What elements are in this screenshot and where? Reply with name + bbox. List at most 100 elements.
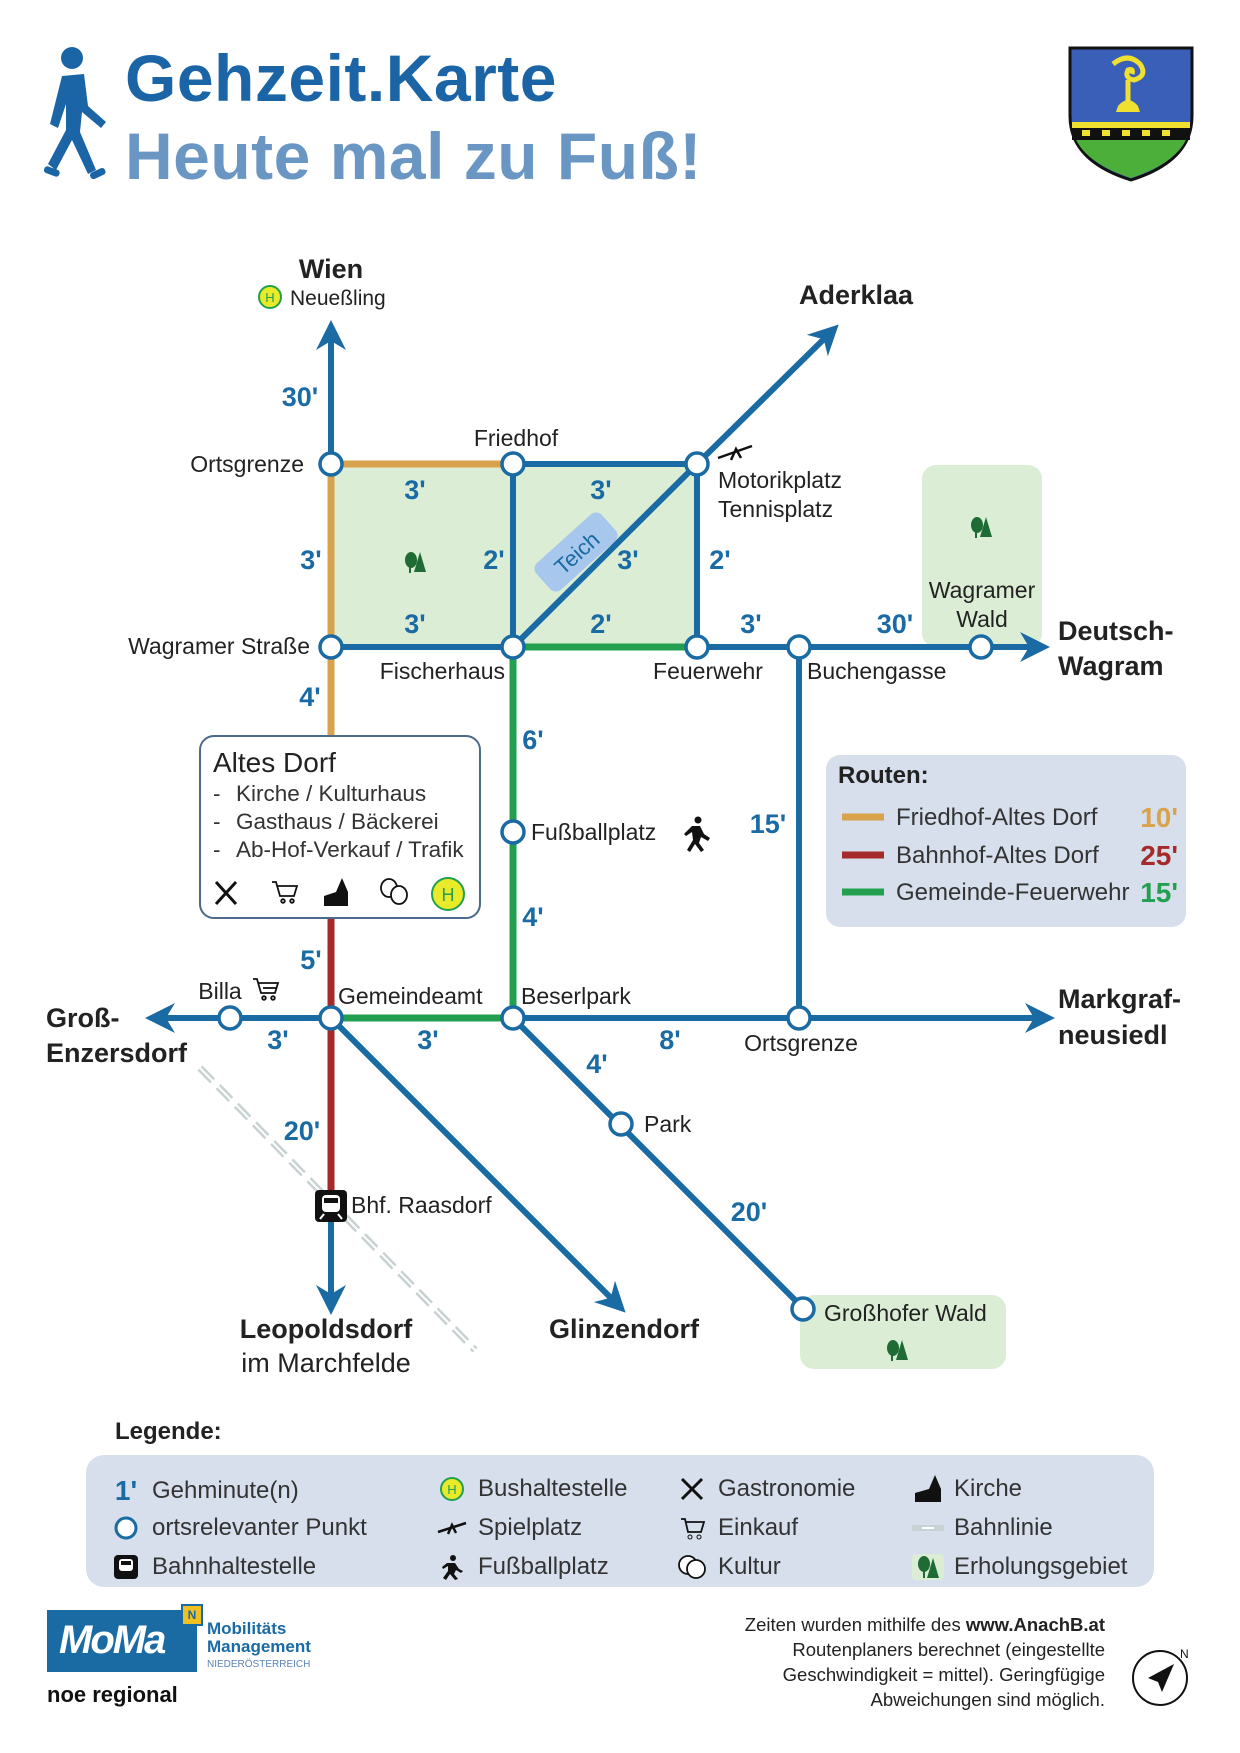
minutes-label: 2' [483, 545, 504, 575]
minutes-label: 30' [877, 609, 913, 639]
stop-wagramer-strasse[interactable] [318, 634, 344, 660]
stop-ortsgrenze-ost[interactable] [786, 1005, 812, 1031]
label-grosshofer-wald: Großhofer Wald [824, 1300, 987, 1326]
walking-time-map: Teich [46, 254, 1186, 1378]
legend-box: 1' Gehminute(n) ortsrelevanter Punkt Bah… [86, 1455, 1154, 1587]
anachb-link[interactable]: www.AnachB.at [965, 1614, 1105, 1635]
minutes-label: 3' [740, 609, 761, 639]
label-wagramer-wald: Wald [956, 606, 1008, 632]
legend-item: Erholungsgebiet [912, 1553, 1127, 1581]
label-friedhof: Friedhof [474, 425, 559, 451]
stop-fischerhaus[interactable] [500, 634, 526, 660]
altes-dorf-item: Kirche / Kulturhaus [236, 781, 426, 806]
north-compass-icon: N [1132, 1647, 1189, 1706]
legend-item: Gastronomie [676, 1475, 855, 1503]
legend-item: Kirche [912, 1475, 1022, 1503]
svg-text:-: - [213, 781, 221, 806]
bus-stop-neuessling: Neueßling [290, 287, 386, 310]
point-icon [110, 1515, 142, 1541]
minutes-label: 3' [267, 1025, 288, 1055]
minutes-label: 20' [731, 1197, 767, 1227]
legend-title: Legende: [115, 1418, 222, 1445]
dest-gross-enzersdorf: Groß- [46, 1003, 120, 1033]
football-icon [436, 1554, 468, 1580]
dest-glinzendorf: Glinzendorf [549, 1314, 700, 1344]
bushaltestelle-icon: H [431, 877, 465, 911]
minute-icon: 1' [114, 1475, 138, 1506]
footer-note: Zeiten wurden mithilfe des www.AnachB.at… [744, 1614, 1105, 1710]
routes-title: Routen: [838, 762, 929, 789]
svg-text:-: - [213, 809, 221, 834]
trees-icon [912, 1554, 944, 1580]
legend-item: Fußballplatz [436, 1553, 609, 1581]
svg-text:H: H [265, 290, 274, 305]
recreation-area-wagramer-wald [922, 465, 1042, 647]
route-name: Bahnhof-Altes Dorf [896, 842, 1099, 869]
stop-billa[interactable] [217, 1005, 243, 1031]
label-beserlpark: Beserlpark [521, 983, 631, 1009]
route-name: Gemeinde-Feuerwehr [896, 879, 1129, 906]
svg-text:N: N [1180, 1647, 1189, 1661]
altes-dorf-box[interactable]: Altes Dorf - Kirche / Kulturhaus - Gasth… [199, 735, 481, 919]
route-time: 10' [1140, 802, 1178, 833]
label-feuerwehr: Feuerwehr [653, 658, 763, 684]
label-buchengasse: Buchengasse [807, 658, 946, 684]
stop-buchengasse[interactable] [786, 634, 812, 660]
label-gemeindeamt: Gemeindeamt [338, 983, 483, 1009]
legend-item: Bahnlinie [912, 1514, 1053, 1542]
stop-friedhof[interactable] [500, 451, 526, 477]
football-icon [684, 816, 710, 852]
moma-logo-text: MoMa [59, 1618, 166, 1662]
church-icon [912, 1475, 944, 1503]
stop-wagramer-wald[interactable] [968, 634, 994, 660]
dest-leopoldsdorf: im Marchfelde [241, 1348, 411, 1378]
label-motorikplatz: Motorikplatz [718, 467, 842, 493]
shopping-cart-icon [253, 978, 280, 1001]
minutes-label: 15' [750, 809, 786, 839]
legend-item: Bahnhaltestelle [110, 1553, 316, 1581]
minutes-label: 6' [522, 725, 543, 755]
dest-deutsch-wagram: Wagram [1058, 651, 1164, 681]
train-station-icon [110, 1554, 142, 1580]
kultur-icon [380, 878, 408, 905]
altes-dorf-title: Altes Dorf [213, 747, 336, 778]
stop-gemeindeamt[interactable] [318, 1005, 344, 1031]
label-bhf-raasdorf: Bhf. Raasdorf [351, 1192, 492, 1218]
dest-deutsch-wagram: Deutsch- [1058, 616, 1174, 646]
noe-regional-logo: noe regional [47, 1682, 178, 1707]
legend-item: Spielplatz [436, 1514, 582, 1542]
minutes-label: 5' [300, 945, 321, 975]
minutes-label: 4' [586, 1049, 607, 1079]
line-beserl-grosshofer [510, 1015, 806, 1311]
stop-fussballplatz[interactable] [500, 819, 526, 845]
coat-of-arms-icon [1068, 46, 1194, 182]
stop-motorikplatz[interactable] [684, 451, 710, 477]
minutes-label: 4' [299, 682, 320, 712]
walking-person-icon [44, 47, 106, 180]
minutes-label: 3' [404, 475, 425, 505]
trees-icon [887, 1340, 908, 1361]
stop-grosshofer-wald[interactable] [790, 1296, 816, 1322]
minutes-label: 4' [522, 902, 543, 932]
stop-feuerwehr[interactable] [684, 634, 710, 660]
page-subtitle: Heute mal zu Fuß! [125, 119, 702, 193]
line-diagonal [510, 461, 700, 650]
bus-stop-icon: H [436, 1476, 468, 1502]
legend-item: H Bushaltestelle [436, 1475, 627, 1503]
dest-leopoldsdorf: Leopoldsdorf [240, 1314, 413, 1344]
kirche-icon [324, 878, 348, 906]
minutes-label: 8' [659, 1025, 680, 1055]
stop-ortsgrenze-nord[interactable] [318, 451, 344, 477]
legend-item: Einkauf [676, 1514, 798, 1542]
minutes-label: 30' [282, 382, 318, 412]
label-ortsgrenze-nord: Ortsgrenze [190, 451, 304, 477]
stop-beserlpark[interactable] [500, 1005, 526, 1031]
label-billa: Billa [198, 978, 242, 1004]
minutes-label: 3' [417, 1025, 438, 1055]
playground-icon [717, 444, 753, 461]
playground-icon [436, 1518, 468, 1538]
dest-markgrafneusiedl: Markgraf- [1058, 984, 1181, 1014]
train-station-icon[interactable] [315, 1190, 347, 1222]
stop-park[interactable] [608, 1111, 634, 1137]
legend-item: Kultur [676, 1553, 781, 1581]
